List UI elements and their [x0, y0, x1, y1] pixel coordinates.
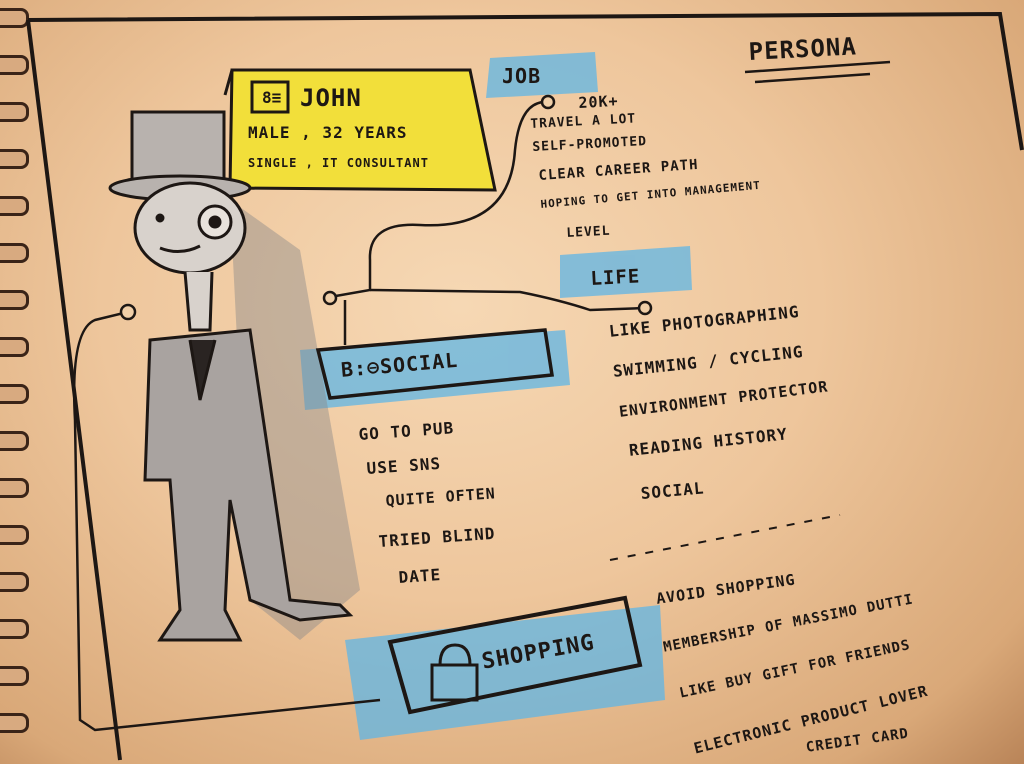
- persona-demographics: MALE , 32 YEARS: [248, 123, 408, 142]
- spiral-ring: [0, 666, 29, 686]
- spiral-ring: [0, 384, 29, 404]
- social-box: [315, 328, 555, 400]
- top-hat-figure-icon: [108, 110, 354, 642]
- dashed-divider: [609, 514, 841, 561]
- blue-highlights: [300, 52, 692, 740]
- spiral-ring: [0, 243, 29, 263]
- spiral-ring: [0, 478, 29, 498]
- id-card: 8≡: [223, 68, 497, 192]
- spiral-ring: [0, 619, 29, 639]
- lock-icon: [430, 643, 479, 702]
- life-label: LIFE: [590, 265, 641, 290]
- job-label: JOB: [502, 64, 542, 88]
- job-item: LEVEL: [566, 223, 611, 241]
- social-item: DATE: [398, 565, 442, 587]
- title-underline: [744, 60, 891, 84]
- spiral-ring: [0, 55, 29, 75]
- spiral-ring: [0, 102, 29, 122]
- persona-name: JOHN: [300, 84, 362, 112]
- shopping-box: [387, 595, 643, 715]
- id-card-icon: [250, 80, 290, 114]
- spiral-ring: [0, 525, 29, 545]
- spiral-ring: [0, 196, 29, 216]
- spiral-ring: [0, 572, 29, 592]
- spiral-ring: [0, 8, 29, 28]
- svg-text:8≡: 8≡: [262, 88, 281, 107]
- connector-lines: [72, 94, 653, 732]
- spiral-ring: [0, 290, 29, 310]
- job-item: 20K+: [578, 91, 620, 112]
- spiral-ring: [0, 149, 29, 169]
- spiral-ring: [0, 337, 29, 357]
- social-icon: B:⊖: [340, 354, 382, 382]
- persona-occupation: SINGLE , IT CONSULTANT: [248, 156, 429, 170]
- spiral-ring: [0, 431, 29, 451]
- spiral-ring: [0, 713, 29, 733]
- page-title: PERSONA: [748, 32, 858, 66]
